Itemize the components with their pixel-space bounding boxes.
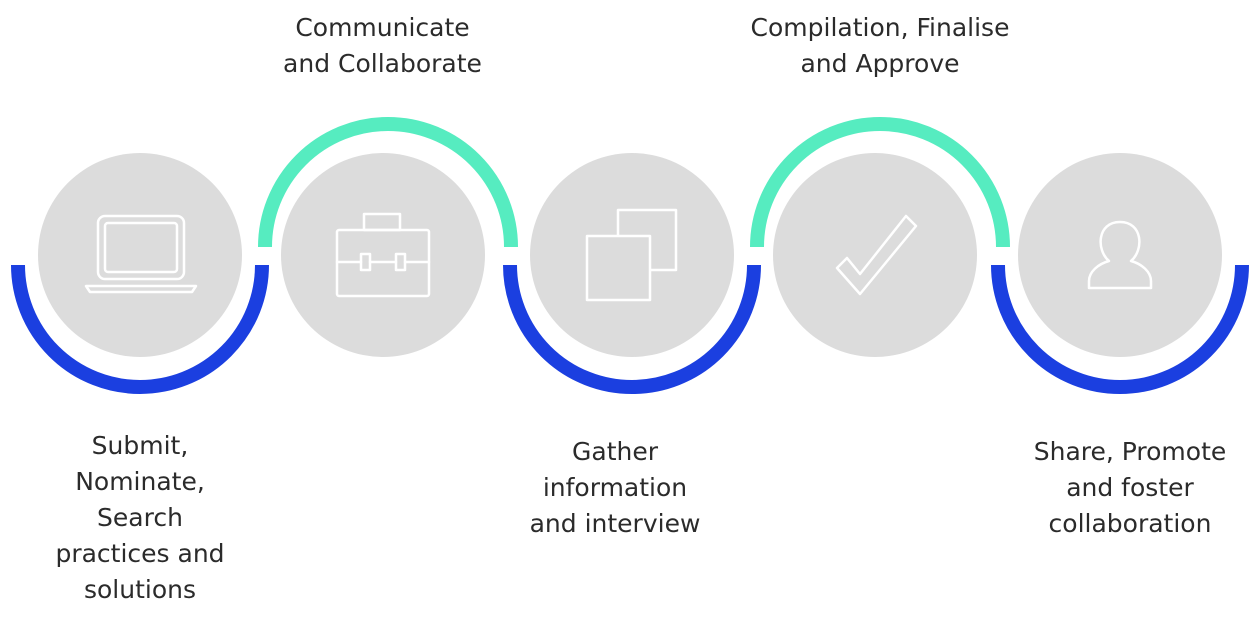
step-4-arc [750, 117, 1010, 248]
copy-squares-icon [585, 208, 678, 302]
step-2-label: Communicate and Collaborate [283, 13, 482, 78]
step-3-arc [503, 264, 761, 394]
step-5 [991, 153, 1249, 394]
briefcase-icon [335, 212, 431, 298]
step-3-circle [530, 153, 734, 357]
checkmark-icon [835, 214, 918, 296]
step-1 [11, 153, 269, 394]
step-2-arc [258, 117, 518, 248]
laptop-icon [84, 214, 198, 294]
person-icon [1087, 220, 1153, 290]
step-3 [503, 153, 761, 394]
step-2 [258, 117, 518, 357]
step-4 [750, 117, 1010, 357]
step-5-arc [991, 264, 1249, 394]
step-1-arc [11, 264, 269, 394]
step-5-label: Share, Promote and foster collaboration [1033, 437, 1227, 538]
step-1-circle [38, 153, 242, 357]
step-5-circle [1018, 153, 1222, 357]
step-4-label: Compilation, Finalise and Approve [750, 13, 1010, 78]
step-2-circle [281, 153, 485, 357]
step-3-label: Gather information and interview [529, 437, 701, 538]
step-1-label: Submit, Nominate, Search practices and s… [55, 431, 225, 604]
